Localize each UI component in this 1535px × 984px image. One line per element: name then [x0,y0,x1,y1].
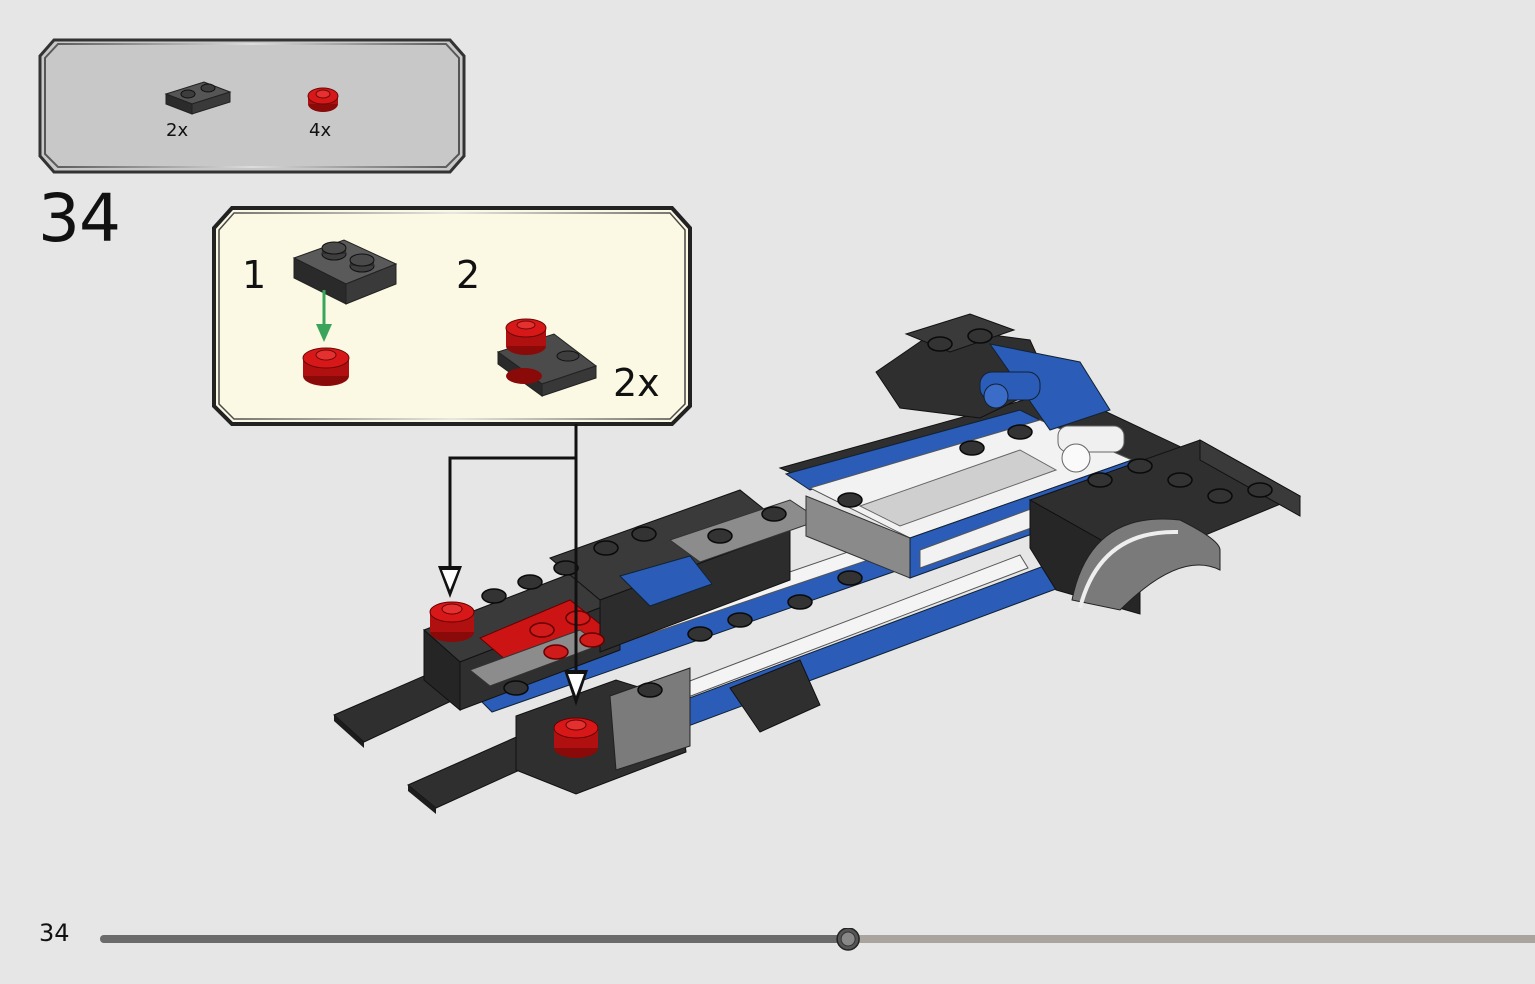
sub-step-1-label: 1 [242,253,267,297]
placement-arrows [438,424,588,706]
sub-step-1-red-round-icon [302,347,350,386]
part-quantity-1: 2x [166,120,189,141]
part-quantity-2: 4x [309,120,332,141]
sub-assembly-multiplier: 2x [613,361,660,405]
sub-step-2-assembly-icon [496,318,598,397]
red-round-plate-target-right [553,717,599,758]
red-round-plate-target-left [429,601,475,642]
sub-step-1-plate-icon [292,239,398,305]
step-number: 34 [38,180,121,257]
green-down-arrow-icon [316,290,332,342]
progress-bar [100,928,1535,951]
sub-step-2-label: 2 [456,253,481,297]
model-illustration [333,313,1302,814]
parts-list-box [38,38,466,174]
progress-knob [836,928,860,951]
black-1x2-plate-icon [164,81,232,115]
sub-assembly-callout [212,206,692,426]
red-1x1-round-plate-icon [307,87,339,112]
page-number: 34 [39,919,70,947]
